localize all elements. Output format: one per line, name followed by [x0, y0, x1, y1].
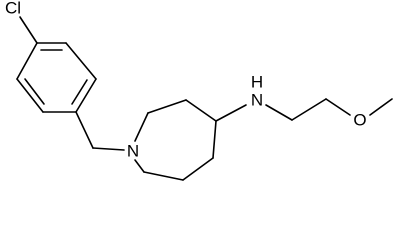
ring-bond: [65, 42, 97, 80]
ring-bond: [147, 99, 187, 114]
amine-ethylene-bond: [265, 104, 293, 121]
carbon-chlorine-bond: [19, 16, 38, 44]
ring-nitrogen-label: N: [127, 142, 139, 161]
ring-bond: [143, 171, 184, 181]
oxygen-atom-label: O: [353, 111, 366, 130]
methylene-nitrogen-bond: [92, 147, 125, 151]
ring-double-bond: [71, 79, 88, 105]
aryl-methylene-bond: [75, 111, 94, 149]
ethylene-bond: [291, 98, 327, 121]
ring-bond: [182, 157, 214, 181]
amine-hydrogen-label: H: [251, 73, 263, 92]
azepane-ring: [134, 99, 217, 181]
ring-carbon-amine-bond: [215, 104, 247, 122]
ring-bond: [185, 99, 217, 122]
ring-bond: [212, 120, 217, 159]
chlorine-atom-label: Cl: [5, 0, 21, 18]
amine-nitrogen-label: N: [251, 91, 263, 110]
ring-bond: [134, 112, 149, 142]
ring-bond: [134, 159, 145, 173]
ring-bond: [16, 42, 38, 80]
ethylene-oxygen-bond: [325, 98, 351, 116]
ring-bond: [16, 78, 44, 113]
oxygen-methyl-bond: [369, 98, 393, 116]
chlorophenyl-ring: [16, 42, 97, 113]
ring-bond: [75, 78, 97, 113]
chemical-structure-diagram: Cl N N H O: [5, 0, 393, 181]
ring-double-bond: [24, 78, 45, 105]
